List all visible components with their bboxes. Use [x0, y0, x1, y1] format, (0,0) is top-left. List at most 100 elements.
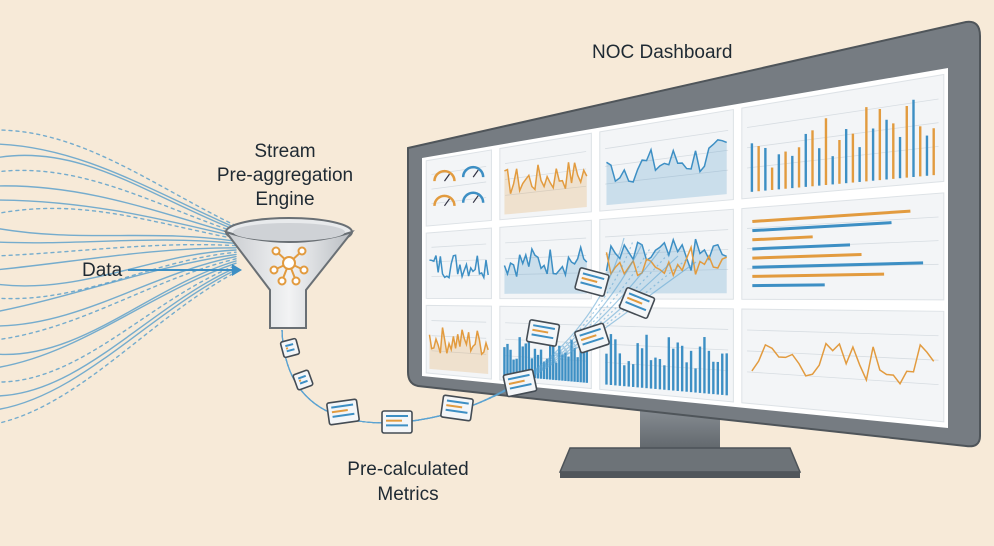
metric-card-line	[286, 348, 295, 353]
series-line	[428, 327, 489, 356]
metric-card-line	[532, 328, 549, 334]
gauge-icon	[433, 169, 456, 182]
panel-gridline	[605, 249, 729, 256]
data-label: Data	[82, 260, 123, 281]
hbar	[752, 243, 851, 251]
gauge-needle	[443, 173, 450, 182]
data-stream-line	[0, 271, 237, 424]
data-stream-line	[0, 269, 237, 410]
hbar	[752, 283, 825, 288]
metric-card-icon	[525, 319, 561, 347]
metric-card-body	[574, 267, 610, 297]
data-stream-line	[0, 185, 237, 236]
metric-card-icon	[618, 286, 656, 320]
hbar	[752, 252, 862, 260]
metric-card-line	[580, 334, 597, 342]
gauge-icon	[461, 191, 485, 203]
data-stream-line	[0, 249, 237, 287]
metric-card-line	[331, 403, 354, 409]
engine-label-line2: Pre-aggregation	[216, 165, 354, 186]
metric-card-icon	[381, 410, 413, 434]
panel-gridline	[505, 151, 587, 164]
data-stream-line	[0, 143, 237, 229]
metric-card-body	[502, 368, 538, 398]
metric-card-line	[298, 379, 302, 382]
metric-card-line	[508, 379, 525, 385]
metric-card-line	[285, 347, 289, 350]
metric-card-line	[445, 408, 468, 414]
panel-gridline	[431, 197, 487, 205]
metric-card-body	[326, 398, 360, 426]
metric-card-body	[279, 337, 301, 359]
dashboard-panel	[499, 132, 592, 221]
panel-gridline	[431, 243, 487, 248]
metric-card-icon	[279, 337, 301, 359]
metric-card-icon	[574, 322, 610, 354]
gauge-needle	[472, 169, 479, 178]
metric-card-line	[332, 412, 355, 418]
panel-gridline	[431, 320, 487, 323]
data-streams	[0, 129, 237, 424]
panel-gridline	[505, 272, 587, 276]
hbar	[752, 235, 813, 242]
metric-card-icon	[440, 394, 474, 422]
metric-card-body	[440, 394, 474, 422]
gauge-needle	[472, 195, 479, 204]
metric-card-line	[507, 373, 530, 381]
data-stream-line	[0, 255, 237, 327]
hbar	[752, 221, 892, 233]
gauge-icon	[433, 194, 456, 206]
panel-gridline	[747, 98, 939, 128]
panel-gridline	[431, 274, 487, 277]
panel-gridline	[747, 329, 939, 337]
gauge-icon	[461, 165, 485, 178]
data-stream-line	[0, 228, 237, 242]
panel-gridline	[605, 229, 729, 238]
data-stream-line	[0, 169, 237, 234]
data-stream-line	[0, 239, 237, 245]
panel-gridline	[747, 263, 939, 270]
metric-card-body	[292, 369, 314, 391]
metric-card-line	[531, 333, 554, 340]
data-stream-line	[0, 199, 237, 238]
series-line	[503, 244, 588, 278]
hbar	[752, 272, 885, 278]
metric-card-line	[533, 324, 556, 330]
metric-card-line	[581, 276, 598, 283]
metric-card-line	[297, 374, 307, 380]
engine-label-line1: Stream	[254, 141, 316, 162]
metric-card-icon	[292, 369, 314, 391]
metrics-label-line2: Metrics	[377, 484, 439, 505]
engine-label-line3: Engine	[255, 189, 315, 210]
metric-card-line	[579, 327, 601, 337]
data-stream-line	[0, 251, 237, 300]
metric-card-line	[446, 404, 463, 409]
data-arrow	[128, 264, 242, 276]
series-line	[606, 139, 727, 183]
metric-card-body	[525, 319, 561, 347]
metric-card-line	[582, 272, 605, 281]
hbar	[752, 261, 924, 269]
data-stream-line	[0, 253, 237, 312]
metrics-trail	[281, 237, 697, 424]
metric-card-icon	[502, 368, 538, 398]
metric-card-icon	[326, 398, 360, 426]
monitor-stand	[558, 405, 802, 478]
series-line	[605, 237, 728, 272]
gauge-needle	[443, 198, 450, 207]
panel-gridline	[747, 216, 939, 229]
panel-gridline	[505, 237, 587, 244]
network-node-icon	[269, 246, 309, 286]
metric-cards	[279, 267, 656, 434]
panel-gridline	[505, 185, 587, 196]
metric-card-line	[582, 336, 604, 346]
series-line	[605, 244, 728, 278]
data-stream-line	[0, 266, 237, 397]
metric-card-line	[299, 379, 308, 385]
funnel-icon	[223, 217, 355, 329]
metric-card-line	[626, 296, 643, 305]
dashboard-panel	[741, 308, 945, 423]
monitor	[407, 20, 981, 478]
dashboard-panel	[499, 219, 592, 300]
